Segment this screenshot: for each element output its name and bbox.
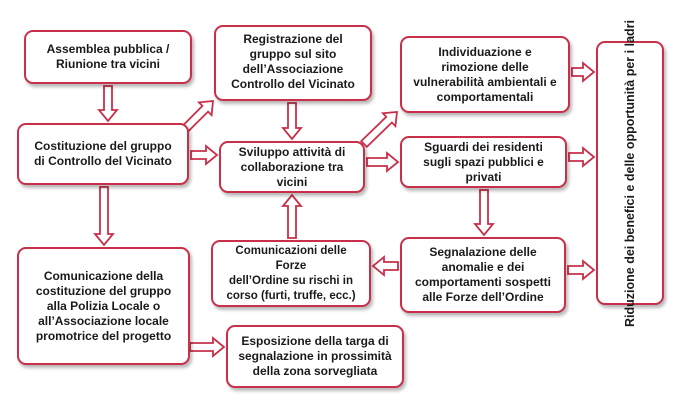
arrow-sviluppo-to-sguardi	[366, 151, 400, 173]
arrow-costituzione-to-comunicazione-polizia	[93, 186, 115, 247]
node-label: Registrazione del gruppo sul sito dell’A…	[231, 32, 355, 91]
node-sguardi: Sguardi dei residenti sugli spazi pubbli…	[400, 136, 567, 188]
node-sviluppo: Sviluppo attività di collaborazione tra …	[219, 141, 365, 193]
node-label: Comunicazione della costituzione del gru…	[35, 268, 172, 343]
arrow-assemblea-to-costituzione	[97, 85, 119, 123]
node-registrazione: Registrazione del gruppo sul sito dell’A…	[214, 25, 372, 101]
arrow-individuazione-to-riduzione	[571, 61, 596, 83]
arrow-segnalazione-to-riduzione	[567, 259, 596, 281]
node-label: Riduzione dei benefici e delle opportuni…	[622, 19, 637, 327]
arrow-comunicazioni-forze-to-sviluppo	[281, 193, 303, 239]
arrow-sviluppo-to-individuazione	[359, 111, 399, 149]
arrow-segnalazione-to-comunicazioni-forze	[371, 255, 399, 277]
node-label: Sviluppo attività di collaborazione tra …	[238, 144, 346, 189]
node-label: Costituzione del gruppo di Controllo del…	[34, 139, 172, 168]
node-comunicazioni-forze: Comunicazioni delle Forze dell’Ordine su…	[211, 240, 371, 307]
arrow-costituzione-to-sviluppo	[190, 144, 219, 166]
node-esposizione: Esposizione della targa di segnalazione …	[226, 325, 404, 388]
node-label: Sguardi dei residenti sugli spazi pubbli…	[423, 139, 544, 184]
node-assemblea: Assemblea pubblica / Riunione tra vicini	[24, 30, 192, 84]
node-label: Comunicazioni delle Forze dell’Ordine su…	[226, 244, 356, 302]
node-label: Esposizione della targa di segnalazione …	[238, 334, 392, 378]
node-comunicazione-polizia: Comunicazione della costituzione del gru…	[17, 247, 190, 365]
node-riduzione: Riduzione dei benefici e delle opportuni…	[596, 20, 664, 326]
node-label: Individuazione e rimozione delle vulnera…	[413, 44, 557, 104]
node-costituzione: Costituzione del gruppo di Controllo del…	[17, 123, 189, 185]
node-label: Assemblea pubblica / Riunione tra vicini	[46, 42, 170, 71]
arrow-comunicazione-polizia-to-esposizione	[189, 336, 226, 358]
node-label: Segnalazione delle anomalie e dei compor…	[414, 245, 552, 304]
node-segnalazione: Segnalazione delle anomalie e dei compor…	[400, 237, 566, 313]
arrow-sguardi-to-segnalazione	[473, 189, 495, 237]
node-individuazione: Individuazione e rimozione delle vulnera…	[400, 36, 570, 113]
arrow-sguardi-to-riduzione	[568, 146, 596, 168]
arrow-registrazione-to-sviluppo	[281, 102, 303, 141]
